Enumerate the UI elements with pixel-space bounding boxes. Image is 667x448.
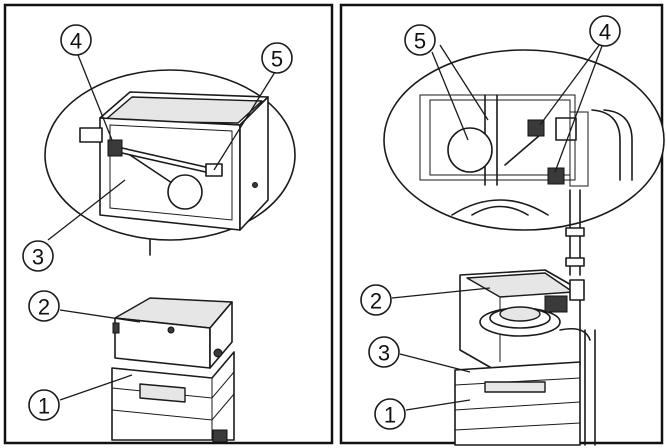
leader-4a-right — [539, 43, 601, 126]
leader-2-right — [391, 287, 491, 299]
float-ball — [167, 174, 203, 210]
svg-text:1: 1 — [384, 403, 396, 428]
callout-5-left: 5 — [261, 42, 293, 74]
callout-3-right: 3 — [368, 336, 400, 368]
leader-5a-right — [431, 51, 469, 141]
right-brine-tank — [454, 269, 596, 446]
callout-3-left: 3 — [22, 240, 54, 272]
leader-1-right — [405, 399, 471, 411]
svg-text:5: 5 — [414, 29, 426, 54]
svg-text:2: 2 — [38, 295, 50, 320]
callout-2-left: 2 — [28, 290, 60, 322]
callout-4-left: 4 — [60, 24, 92, 56]
svg-text:4: 4 — [70, 29, 82, 54]
left-panel: 4 5 3 2 1 — [22, 24, 296, 443]
right-zoom-detail — [419, 94, 633, 216]
svg-text:3: 3 — [32, 245, 44, 270]
callout-2-right: 2 — [360, 284, 392, 316]
callout-5-right: 5 — [404, 24, 436, 56]
svg-text:3: 3 — [378, 341, 390, 366]
leader-5b-right — [439, 44, 489, 121]
svg-text:4: 4 — [599, 20, 611, 45]
leader-2-left — [59, 309, 141, 323]
callout-1-right: 1 — [374, 398, 406, 430]
callout-1-left: 1 — [28, 389, 60, 421]
float-valve — [107, 139, 123, 157]
left-tank-assembly — [111, 297, 235, 443]
right-panel: 5 4 2 3 1 — [360, 15, 665, 446]
left-panel-frame — [3, 3, 334, 445]
leader-1-left — [59, 374, 133, 401]
callout-4-right: 4 — [589, 15, 621, 47]
svg-text:2: 2 — [370, 289, 382, 314]
leader-4b-right — [554, 45, 603, 173]
leader-3-right — [399, 353, 471, 373]
leader-5-left — [213, 71, 276, 171]
leader-4-left — [77, 54, 113, 141]
svg-text:5: 5 — [271, 47, 283, 72]
left-float-chamber — [79, 91, 269, 231]
leader-3-left — [47, 179, 126, 241]
svg-text:1: 1 — [38, 394, 50, 419]
